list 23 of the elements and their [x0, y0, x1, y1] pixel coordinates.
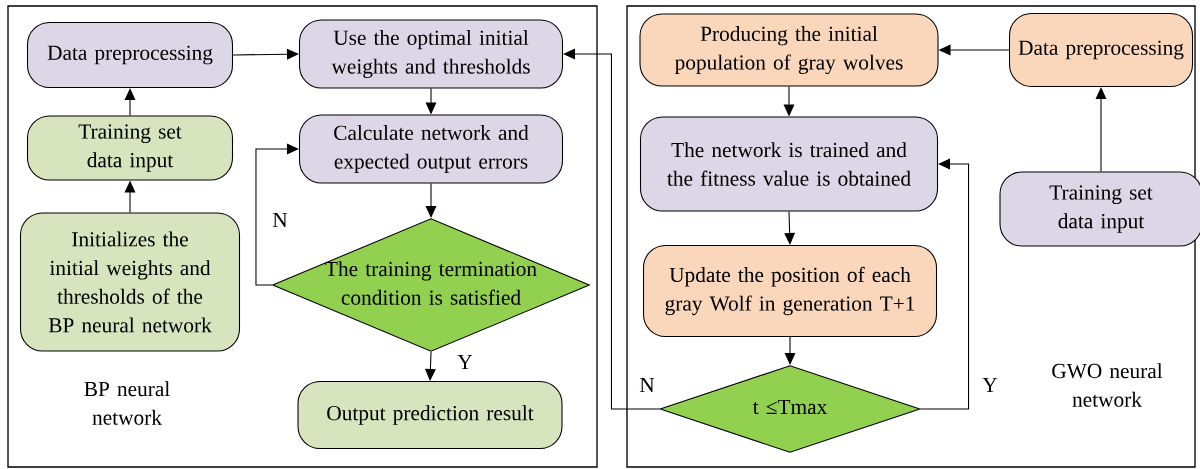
- process-box: Data preprocessing: [26, 21, 234, 89]
- process-box: Output prediction result: [297, 380, 563, 450]
- process-box: Calculate network and expected output errors: [298, 114, 564, 184]
- edge-label: Y: [980, 376, 1000, 394]
- arrow: [563, 48, 660, 410]
- process-box: Use the optimal initial weights and thresholds: [298, 19, 564, 89]
- edge-label: N: [637, 376, 657, 394]
- process-box: Training set data input: [26, 115, 234, 181]
- arrow: [425, 183, 437, 218]
- arrow: [232, 48, 299, 60]
- arrow: [784, 211, 796, 245]
- arrow: [920, 158, 970, 410]
- process-box: Data preprocessing: [1008, 12, 1194, 88]
- edge-label: Y: [455, 353, 475, 371]
- process-box: Update the position of each gray Wolf in generation T+1: [642, 244, 938, 338]
- arrow: [784, 336, 796, 365]
- arrow: [255, 143, 299, 286]
- arrow: [1095, 87, 1107, 172]
- process-box: Training set data input: [999, 171, 1200, 247]
- process-box: Producing the initial population of gray wolves: [639, 13, 939, 87]
- process-box: The network is trained and the fitness value is obtained: [639, 116, 939, 212]
- process-box: Initializes the initial weights and thresholds of the BP neural network: [19, 212, 241, 352]
- arrow: [124, 88, 136, 116]
